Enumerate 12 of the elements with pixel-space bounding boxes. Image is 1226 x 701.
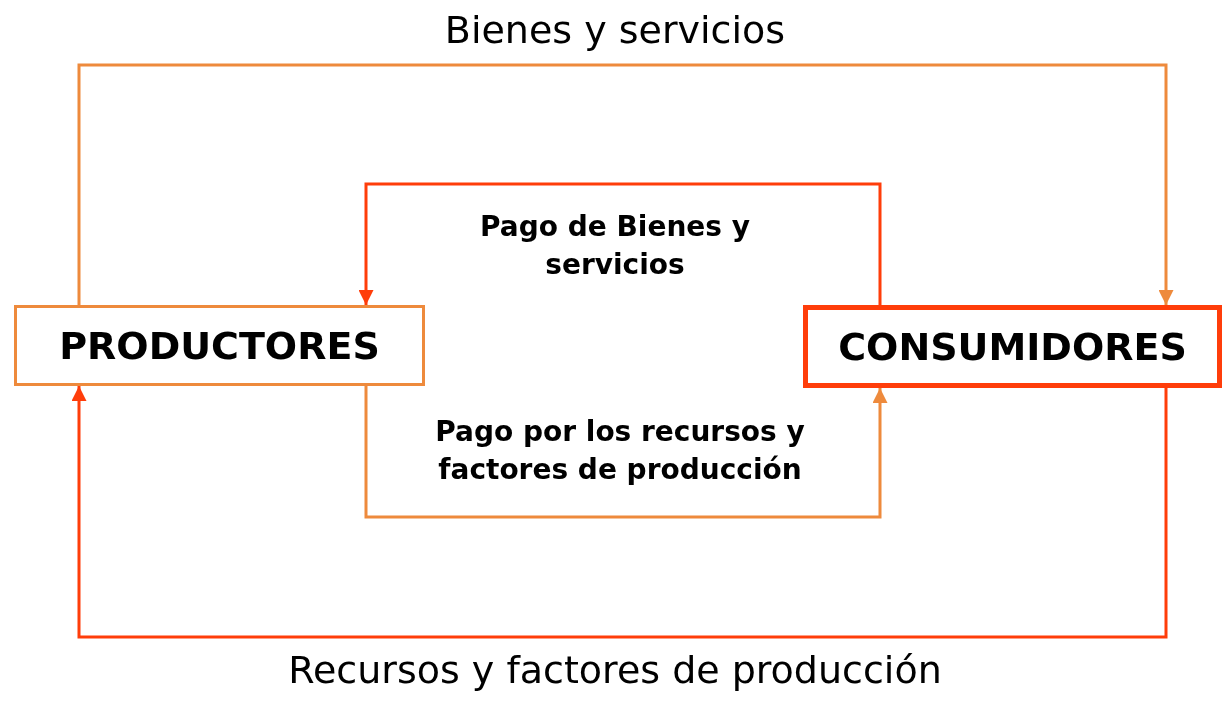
edge-label: Bienes y servicios xyxy=(443,8,787,54)
process-box xyxy=(803,305,1222,388)
arrow xyxy=(364,386,888,519)
edge-label: Pago por los recursos y factores de producción xyxy=(434,414,806,488)
edge-label: Recursos y factores de producción xyxy=(287,648,943,694)
arrow xyxy=(71,386,1168,639)
arrow xyxy=(77,63,1174,305)
arrow xyxy=(358,182,882,305)
edge-label: Pago de Bienes y servicios xyxy=(479,209,751,283)
node-label: CONSUMIDORES xyxy=(838,324,1187,369)
process-box xyxy=(14,305,425,386)
node-label: PRODUCTORES xyxy=(59,323,380,368)
